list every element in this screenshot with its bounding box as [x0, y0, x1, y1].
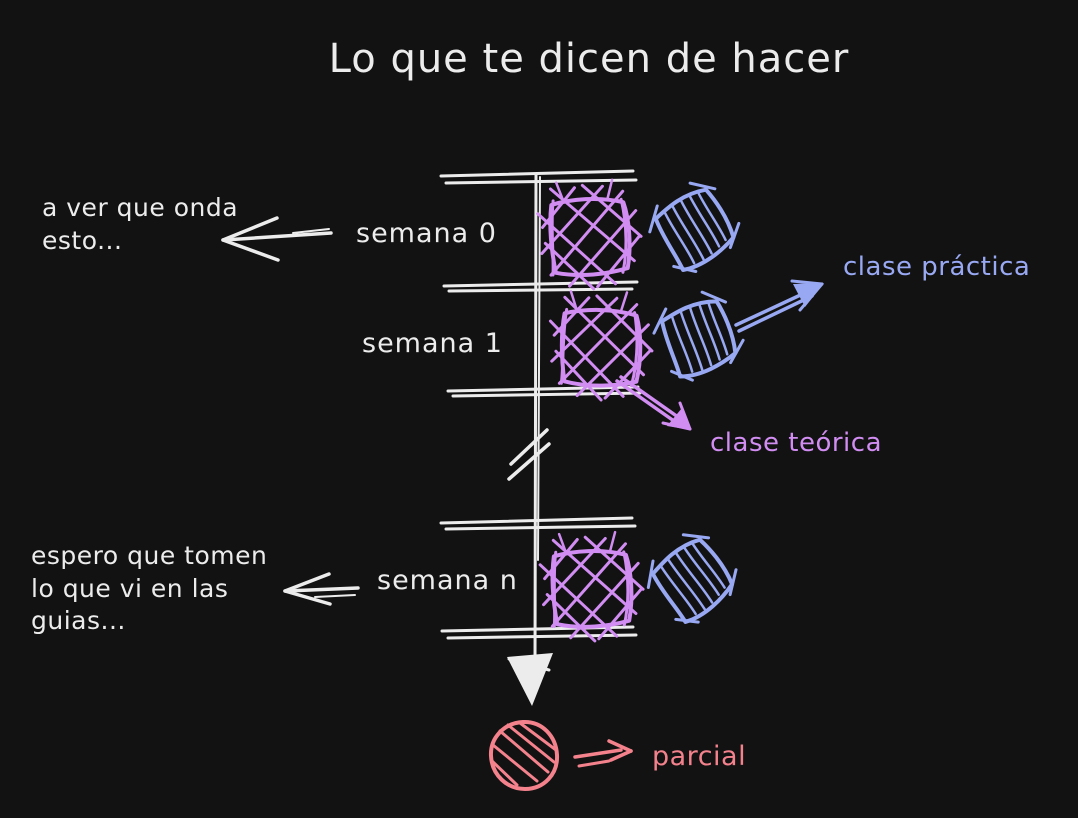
week1-label: semana 1	[362, 328, 503, 359]
week0-note: a ver que onda esto...	[42, 193, 239, 255]
theory-square-week0-icon	[536, 178, 644, 291]
arrow-parcial-icon	[573, 739, 633, 768]
clase-teorica-label: clase teórica	[710, 428, 882, 458]
timeline-ticks	[439, 169, 642, 640]
practice-square-week0-icon	[637, 170, 751, 284]
arrow-weekn-note-icon	[283, 572, 360, 606]
theory-square-week1-icon	[547, 289, 655, 403]
timeline-axis	[533, 173, 541, 664]
practice-square-week1-icon	[644, 282, 752, 389]
parcial-label: parcial	[652, 741, 747, 772]
clase-practica-label: clase práctica	[843, 252, 1031, 282]
arrow-clase-teorica-icon	[615, 375, 692, 431]
weekn-label: semana n	[377, 565, 518, 596]
arrow-clase-practica-icon	[734, 279, 824, 333]
parcial-circle-icon	[488, 719, 560, 791]
practice-square-weekn-icon	[634, 520, 750, 636]
axis-break-icon	[507, 428, 551, 481]
timeline-end-arrow-icon	[507, 653, 553, 706]
week0-label: semana 0	[356, 218, 497, 249]
arrow-week0-note-icon	[221, 216, 333, 262]
diagram-title: Lo que te dicen de hacer	[328, 36, 850, 82]
weekn-note: espero que tomen lo que vi en las guias.…	[31, 541, 268, 635]
